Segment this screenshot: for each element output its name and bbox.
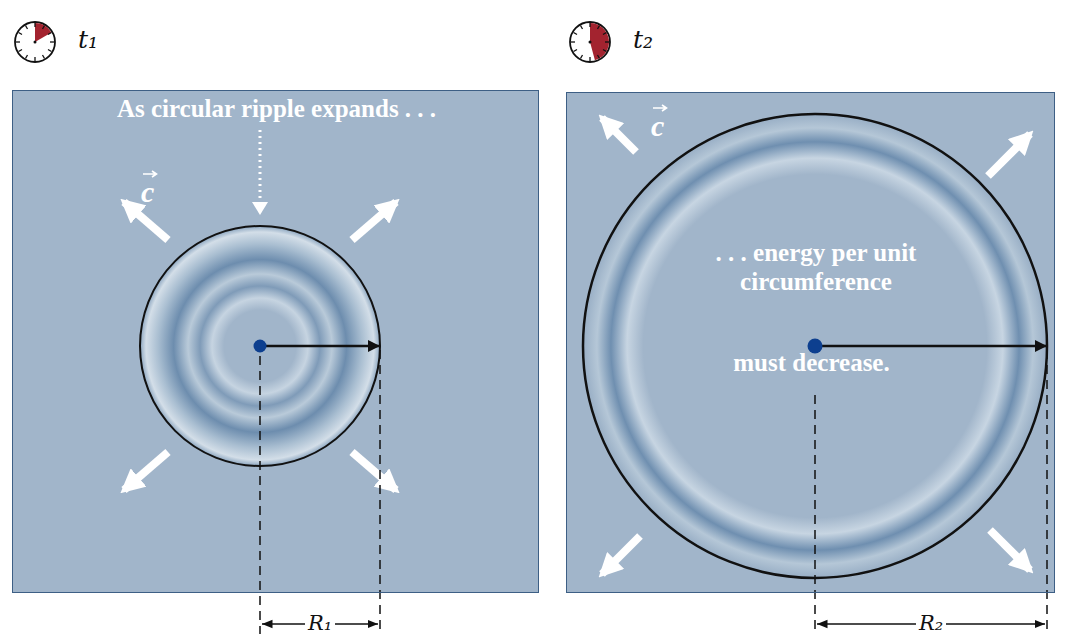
- ripple: [140, 226, 380, 466]
- dimension-extension: [260, 350, 1047, 634]
- velocity-symbol: c: [651, 111, 664, 141]
- clock-tick: [598, 55, 600, 58]
- panel: c . . . energy per unit circumference must…: [566, 92, 1055, 593]
- clock-tick: [605, 41, 609, 42]
- clock-tick: [589, 57, 590, 61]
- radius-label: R₂: [916, 612, 946, 635]
- clock-tick: [598, 26, 600, 29]
- vector-arrow: [652, 104, 668, 112]
- caption-text: must decrease.: [567, 349, 1056, 378]
- clock-tick: [16, 41, 20, 42]
- centre-dot: [254, 340, 267, 353]
- panel-ground: [566, 92, 1055, 593]
- pointer-head: [252, 202, 268, 215]
- clock-tick: [581, 55, 583, 58]
- clock-tick: [26, 55, 28, 58]
- clock-tick: [603, 33, 606, 35]
- clock-tick: [34, 23, 35, 27]
- clock-tick: [50, 41, 54, 42]
- clock-tick: [26, 26, 28, 29]
- velocity-symbol: c: [141, 177, 154, 207]
- clock-tick: [571, 41, 575, 42]
- clock-tick: [19, 33, 22, 35]
- dotted-pointer: [259, 130, 262, 202]
- clock-tick: [48, 33, 51, 35]
- time-label: t₁: [78, 26, 98, 54]
- clock-tick: [603, 50, 606, 52]
- clock-tick: [574, 33, 577, 35]
- clock-tick: [43, 55, 45, 58]
- clock-hub: [34, 41, 37, 44]
- panel-ground: [12, 90, 539, 593]
- clock-tick: [43, 26, 45, 29]
- clock-tick: [574, 50, 577, 52]
- clock-tick: [34, 57, 35, 61]
- radius-arrow: [815, 345, 1047, 348]
- clock-tick: [581, 26, 583, 29]
- clock-icon: [15, 22, 55, 62]
- vector-arrow: [142, 170, 158, 178]
- clock-hub: [589, 41, 592, 44]
- panel: As circular ripple expands . . . c: [12, 90, 539, 593]
- radius-label: R₁: [305, 612, 335, 635]
- radius-arrow: [260, 345, 380, 348]
- caption-text: . . . energy per unit circumference: [656, 239, 976, 297]
- time-label: t₂: [633, 26, 653, 54]
- clock-tick: [19, 50, 22, 52]
- clock-icon: [570, 22, 610, 62]
- caption-text: As circular ripple expands . . .: [13, 95, 540, 124]
- clock-tick: [589, 23, 590, 27]
- clock-tick: [48, 50, 51, 52]
